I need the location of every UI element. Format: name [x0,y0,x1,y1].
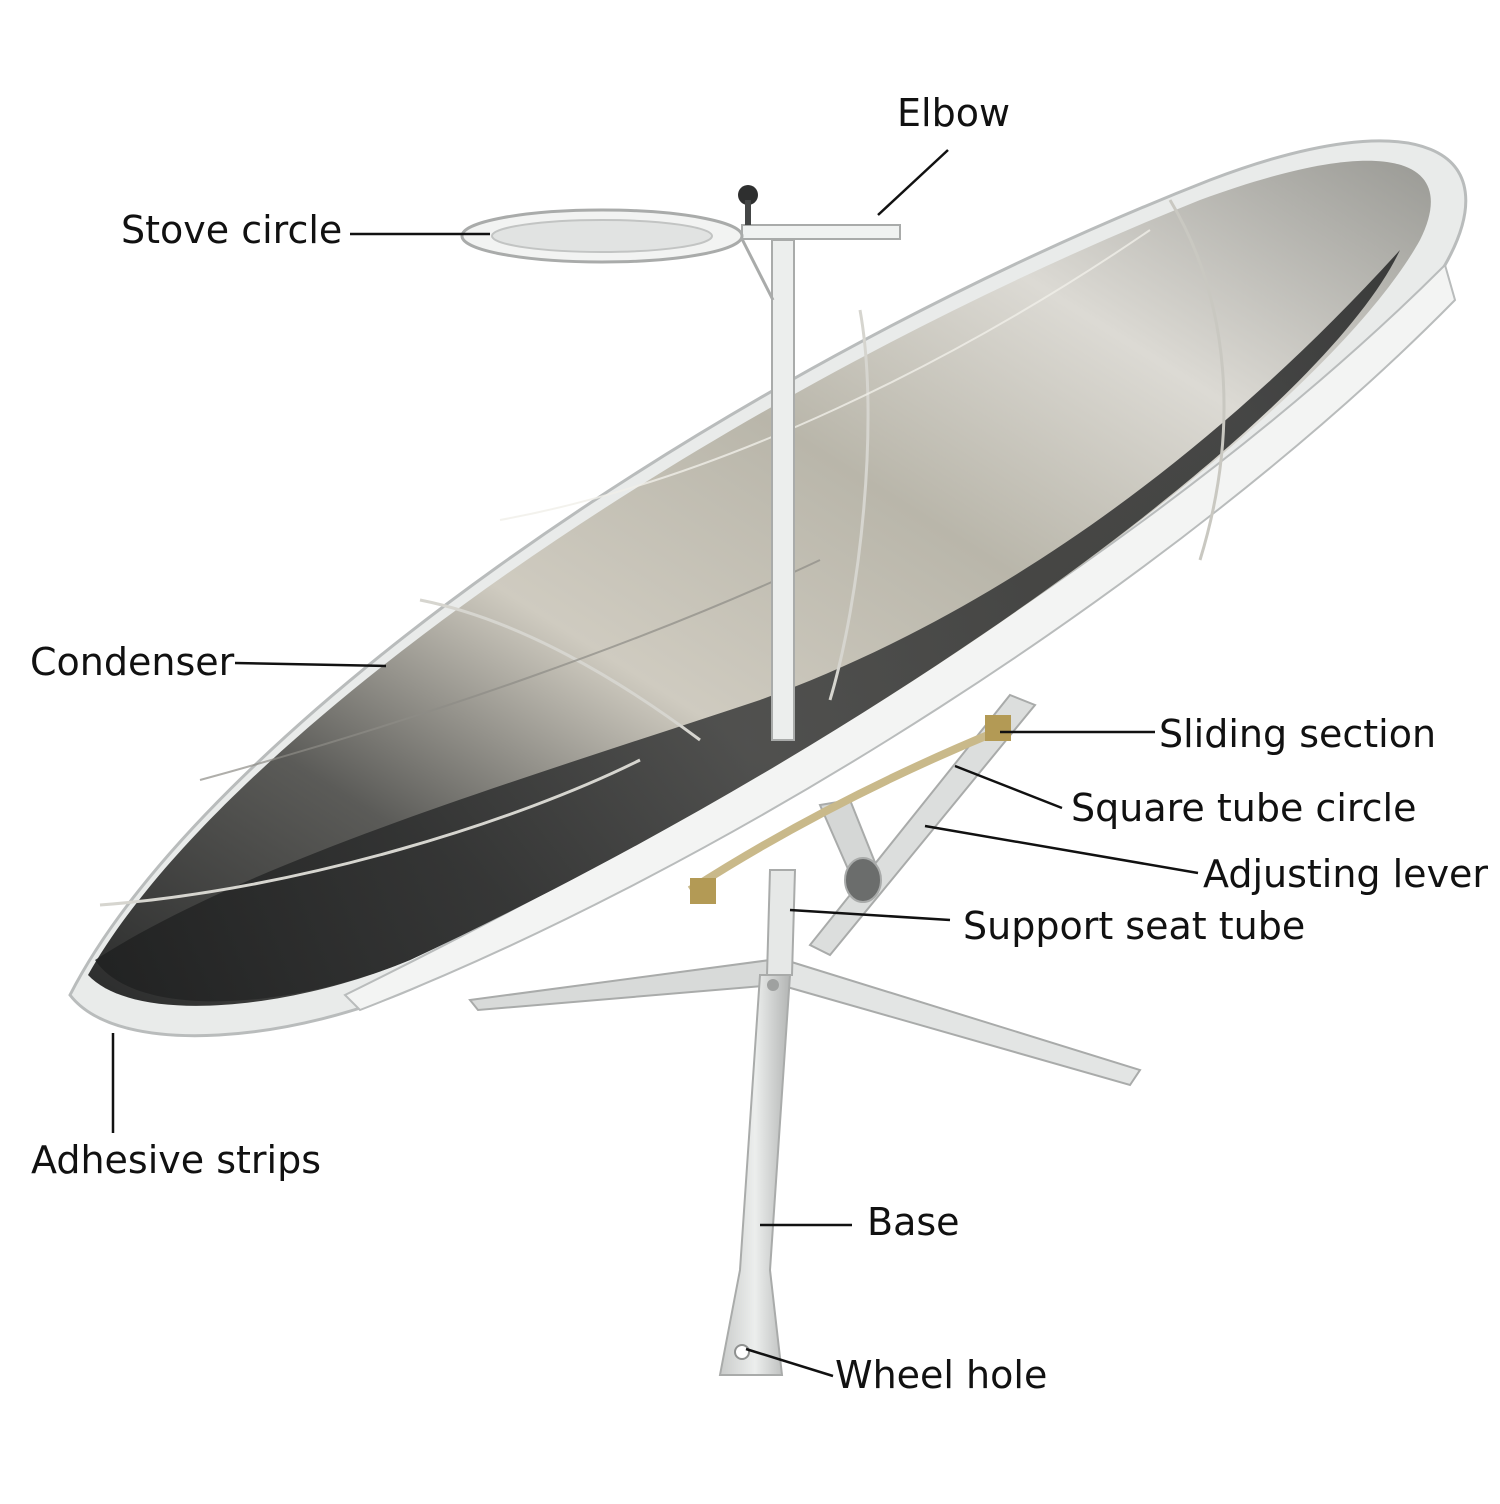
wheel-hole-mark [734,1344,750,1360]
label-support-seat-tube: Support seat tube [963,904,1306,948]
label-square-tube-circle: Square tube circle [1071,786,1417,830]
leader-wheel-hole [745,1347,834,1378]
label-base: Base [867,1200,960,1244]
label-stove-circle: Stove circle [121,208,343,252]
label-condenser: Condenser [30,640,235,684]
leader-adjusting-lever [924,824,1199,875]
leader-condenser [234,661,387,668]
stove-support-post [460,185,901,741]
leader-elbow [877,149,949,216]
leader-lines [111,149,1199,1378]
label-adjusting-lever: Adjusting lever [1203,852,1489,896]
condenser-mirror [88,160,1431,1006]
leader-square-tube-circle [954,764,1063,810]
label-elbow: Elbow [897,91,1011,135]
label-wheel-hole: Wheel hole [835,1353,1048,1397]
support-frame [687,693,1037,976]
base-legs [468,958,1142,1376]
leader-support-seat-tube [789,908,951,922]
label-adhesive-strips: Adhesive strips [31,1138,322,1182]
label-sliding-section: Sliding section [1159,712,1437,756]
